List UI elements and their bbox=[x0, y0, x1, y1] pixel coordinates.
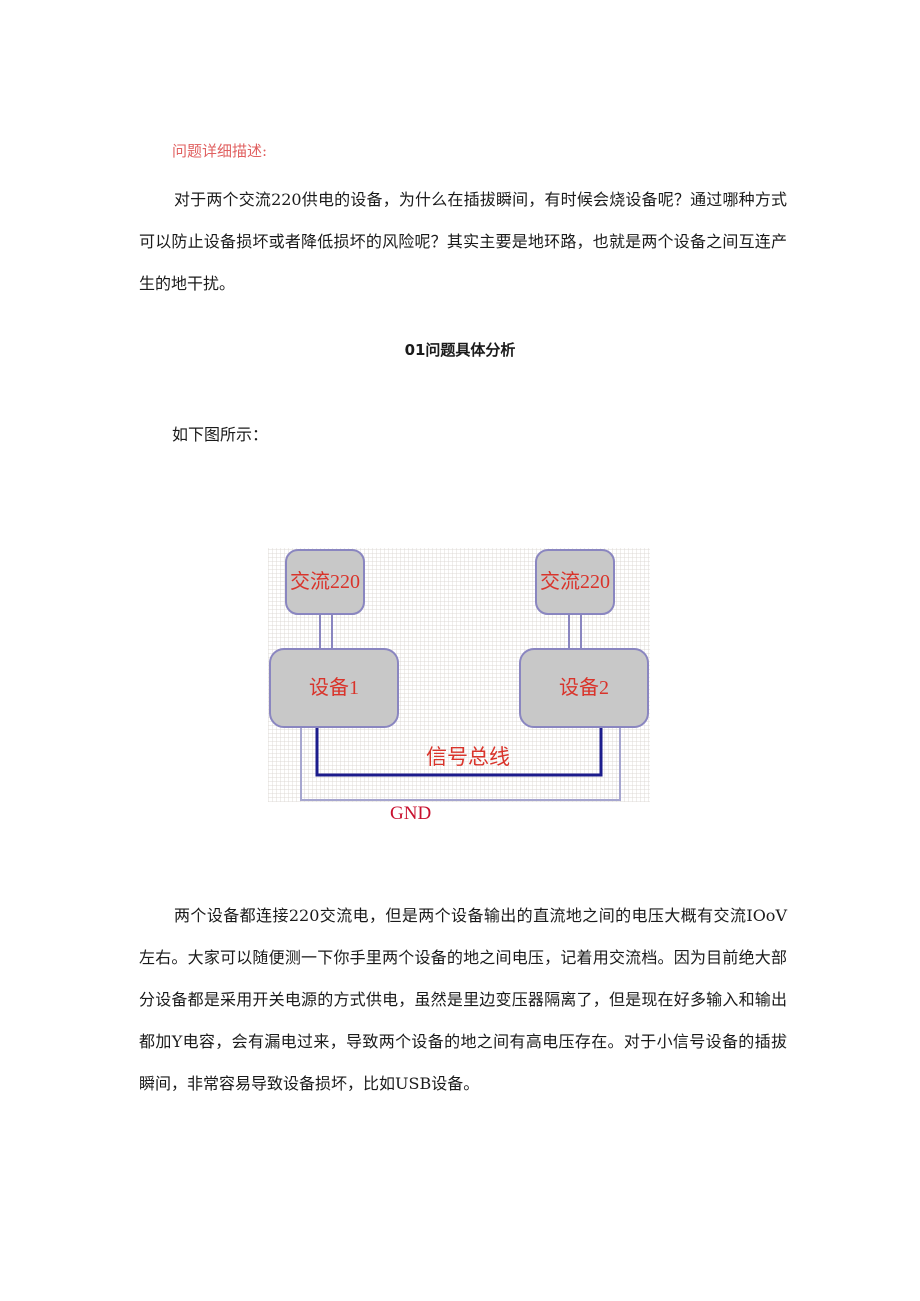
device-left-label: 设备1 bbox=[309, 676, 359, 699]
section-title: 01问题具体分析 bbox=[404, 341, 516, 359]
device-right-label: 设备2 bbox=[559, 676, 609, 699]
signal-bus-line bbox=[315, 728, 603, 777]
ac-right-box bbox=[535, 549, 615, 615]
ac-right-label: 交流220 bbox=[540, 570, 610, 593]
diagram-svg: 交流220 交流220 设备1 设备2 信号总线 bbox=[269, 549, 649, 801]
paragraph-2-text: 两个设备都连接220交流电，但是两个设备输出的直流地之间的电压大概有交流IOoV… bbox=[139, 906, 787, 1093]
paragraph-1-text: 对于两个交流220供电的设备，为什么在插拔瞬间，有时候会烧设备呢？通过哪种方式可… bbox=[139, 190, 787, 293]
diagram-intro-text: 如下图所示： bbox=[172, 425, 269, 444]
intro-paragraph: 对于两个交流220供电的设备，为什么在插拔瞬间，有时候会烧设备呢？通过哪种方式可… bbox=[139, 179, 787, 305]
gnd-line bbox=[300, 728, 621, 801]
analysis-paragraph: 两个设备都连接220交流电，但是两个设备输出的直流地之间的电压大概有交流IOoV… bbox=[139, 895, 787, 1105]
ground-loop-diagram: 交流220 交流220 设备1 设备2 信号总线 bbox=[268, 548, 650, 802]
ac-left-label: 交流220 bbox=[290, 570, 360, 593]
device-right-box bbox=[519, 648, 649, 728]
problem-description-label: 问题详细描述: bbox=[172, 142, 268, 160]
gnd-label: GND bbox=[390, 803, 432, 824]
signal-bus-label: 信号总线 bbox=[426, 745, 510, 769]
ac-left-box bbox=[285, 549, 365, 615]
device-left-box bbox=[269, 648, 399, 728]
